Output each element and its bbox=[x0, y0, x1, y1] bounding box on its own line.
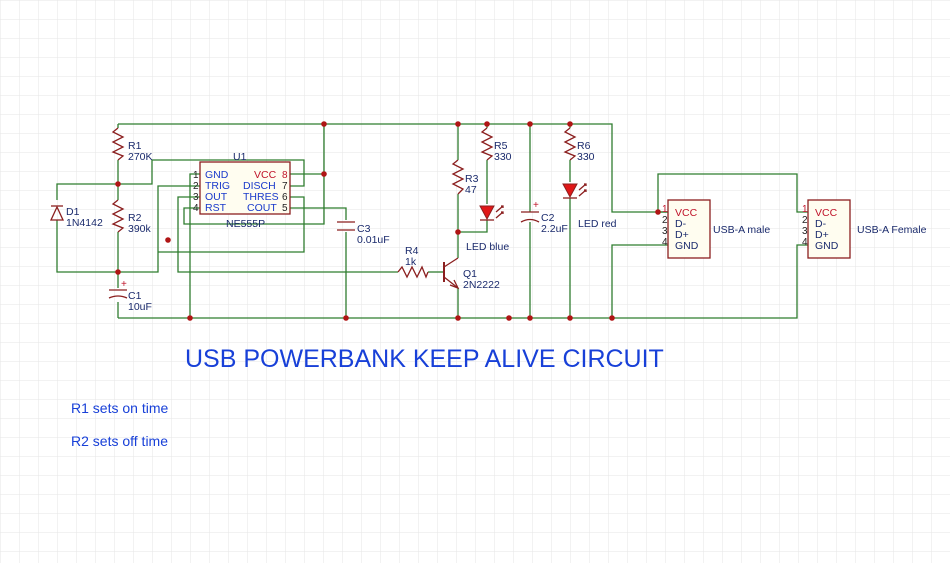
resistor-r1: R1 270K bbox=[111, 127, 153, 163]
c2-ref: C2 bbox=[541, 212, 555, 224]
q1-value: 2N2222 bbox=[463, 279, 500, 291]
resistor-r2: R2 390k bbox=[111, 199, 152, 235]
capacitor-c2: + C2 2.2uF bbox=[520, 200, 568, 235]
r1-ref: R1 bbox=[128, 140, 142, 152]
usb-female-pin-dplus: D+ bbox=[815, 229, 829, 241]
usb-male-pin-gnd: GND bbox=[675, 240, 699, 252]
usb-male-pin-num: 4 bbox=[662, 237, 668, 248]
usb-male-label: USB-A male bbox=[713, 224, 770, 236]
r3-value: 47 bbox=[465, 184, 477, 196]
u1-pin-rst: RST bbox=[205, 202, 227, 214]
usb-male-pin-vcc: VCC bbox=[675, 207, 698, 219]
usb-female-pin-num: 4 bbox=[802, 237, 808, 248]
d1-ref: D1 bbox=[66, 206, 80, 218]
capacitor-c1: + C1 10uF bbox=[108, 279, 152, 313]
capacitor-c3: C3 0.01uF bbox=[337, 221, 390, 246]
usb-female-pin-num: 2 bbox=[802, 215, 808, 226]
u1-pin-num: 4 bbox=[193, 203, 199, 214]
c2-value: 2.2uF bbox=[541, 223, 568, 235]
transistor-q1: Q1 2N2222 bbox=[443, 257, 500, 291]
led-red-label: LED red bbox=[578, 218, 617, 230]
note-r1: R1 sets on time bbox=[71, 400, 168, 416]
u1-pin-num: 2 bbox=[193, 181, 199, 192]
u1-pin-thres: THRES bbox=[243, 191, 279, 203]
r5-ref: R5 bbox=[494, 140, 508, 152]
c3-value: 0.01uF bbox=[357, 234, 390, 246]
u1-pin-out: OUT bbox=[205, 191, 228, 203]
usb-male-pin-num: 3 bbox=[662, 226, 668, 237]
u1-pin-trig: TRIG bbox=[205, 180, 230, 192]
d1-value: 1N4142 bbox=[66, 217, 103, 229]
r4-value: 1k bbox=[405, 256, 417, 268]
usb-a-female-connector: 1 2 3 4 VCC D- D+ GND USB-A Female bbox=[802, 199, 927, 259]
usb-female-pin-num: 1 bbox=[802, 204, 808, 215]
usb-male-pin-dplus: D+ bbox=[675, 229, 689, 241]
usb-female-label: USB-A Female bbox=[857, 224, 927, 236]
u1-pin-gnd: GND bbox=[205, 169, 229, 181]
note-r2: R2 sets off time bbox=[71, 433, 168, 449]
resistor-r3: R3 47 bbox=[451, 159, 479, 196]
r2-value: 390k bbox=[128, 223, 152, 235]
r1-value: 270K bbox=[128, 151, 153, 163]
led-blue: LED blue bbox=[466, 205, 509, 253]
junctions bbox=[115, 121, 661, 321]
usb-a-male-connector: 1 2 3 4 VCC D- D+ GND USB-A male bbox=[662, 199, 770, 259]
u1-value: NE555P bbox=[226, 218, 265, 230]
usb-male-pin-num: 2 bbox=[662, 215, 668, 226]
ne555-timer-ic: U1 NE555P 1 2 3 4 GND TRIG OUT RST VCC D… bbox=[193, 151, 291, 230]
usb-female-pin-num: 3 bbox=[802, 226, 808, 237]
c3-ref: C3 bbox=[357, 223, 371, 235]
u1-pin-num: 5 bbox=[282, 203, 288, 214]
c2-polarity-mark: + bbox=[533, 200, 539, 211]
r6-ref: R6 bbox=[577, 140, 591, 152]
u1-pin-disch: DISCH bbox=[243, 180, 276, 192]
usb-male-pin-num: 1 bbox=[662, 204, 668, 215]
usb-female-pin-vcc: VCC bbox=[815, 207, 838, 219]
r6-value: 330 bbox=[577, 151, 595, 163]
r2-ref: R2 bbox=[128, 212, 142, 224]
r3-ref: R3 bbox=[465, 173, 479, 185]
u1-pin-num: 8 bbox=[282, 170, 288, 181]
led-red: LED red bbox=[562, 183, 617, 230]
resistor-r6: R6 330 bbox=[563, 127, 595, 163]
r5-value: 330 bbox=[494, 151, 512, 163]
diode-d1: D1 1N4142 bbox=[49, 205, 103, 229]
c1-ref: C1 bbox=[128, 290, 142, 302]
usb-male-pin-dminus: D- bbox=[675, 218, 687, 230]
wires bbox=[56, 123, 808, 319]
r4-ref: R4 bbox=[405, 245, 419, 257]
resistor-r5: R5 330 bbox=[480, 127, 512, 163]
q1-ref: Q1 bbox=[463, 268, 477, 280]
u1-pin-num: 3 bbox=[193, 192, 199, 203]
u1-pin-num: 1 bbox=[193, 170, 199, 181]
usb-female-pin-gnd: GND bbox=[815, 240, 839, 252]
u1-pin-num: 7 bbox=[282, 181, 288, 192]
u1-pin-num: 6 bbox=[282, 192, 288, 203]
resistor-r4: R4 1k bbox=[397, 245, 429, 279]
c1-value: 10uF bbox=[128, 301, 152, 313]
led-blue-label: LED blue bbox=[466, 241, 509, 253]
u1-pin-cout: COUT bbox=[247, 202, 277, 214]
c1-polarity-mark: + bbox=[121, 279, 127, 290]
usb-female-pin-dminus: D- bbox=[815, 218, 827, 230]
u1-pin-vcc: VCC bbox=[254, 169, 277, 181]
diagram-title: USB POWERBANK KEEP ALIVE CIRCUIT bbox=[185, 345, 664, 373]
u1-ref: U1 bbox=[233, 151, 247, 163]
